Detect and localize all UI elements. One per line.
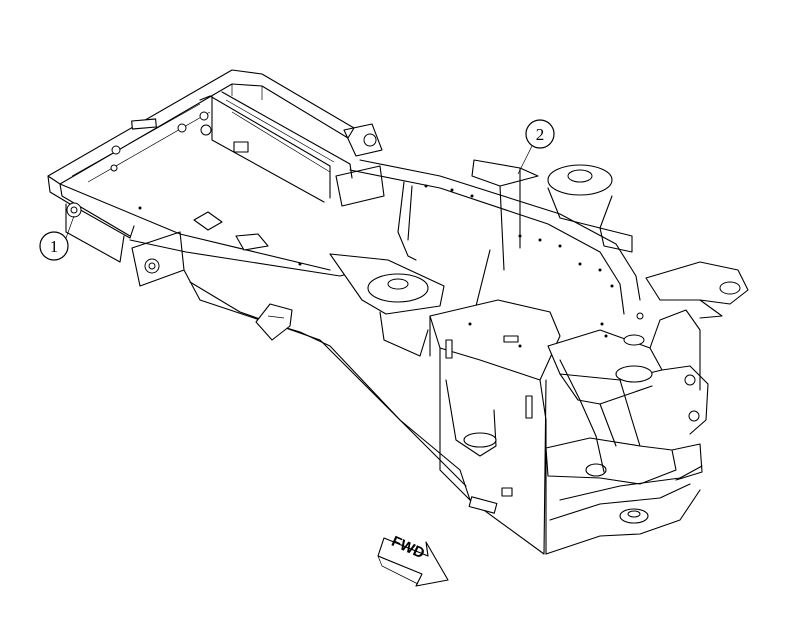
rear-frame-section	[47, 69, 355, 287]
front-frame-box	[349, 159, 641, 555]
callout-2-label: 2	[536, 125, 545, 144]
side-rail	[59, 183, 471, 501]
callout-2: 2	[517, 119, 555, 175]
front-lugs	[545, 261, 749, 555]
left-pivot-pad	[329, 123, 445, 357]
callout-1: 1	[39, 215, 75, 261]
bolt-holes	[138, 184, 614, 348]
callout-1-label: 1	[50, 237, 59, 256]
fwd-arrow: FWD	[377, 533, 449, 587]
